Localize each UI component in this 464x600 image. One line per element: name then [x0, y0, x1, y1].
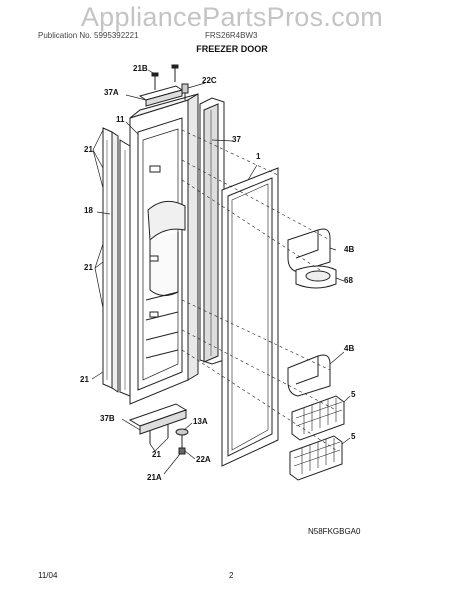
callout-5-lower: 5: [351, 432, 356, 441]
model-number: FRS26R4BW3: [205, 31, 258, 40]
callout-18: 18: [84, 206, 93, 215]
callout-1: 1: [256, 152, 261, 161]
wire-basket-lower: [289, 435, 343, 481]
callout-4B-lower: 4B: [344, 344, 355, 353]
revision-date: 11/04: [38, 571, 58, 580]
door-inner-liner: [137, 117, 186, 391]
callout-68: 68: [344, 276, 353, 285]
door-bin-upper: [287, 228, 331, 273]
door-trim-strip-mid: [119, 139, 131, 397]
callout-37A: 37A: [104, 88, 119, 97]
page-number: 2: [229, 571, 234, 580]
gasket-strip-vertical: [199, 97, 225, 365]
callout-21-middle: 21: [84, 263, 93, 272]
callout-21-bottom: 21: [152, 450, 161, 459]
callout-37B: 37B: [100, 414, 115, 423]
door-bin-lower: [287, 354, 331, 397]
door-gasket: [221, 167, 279, 467]
callout-21-upper: 21: [84, 145, 93, 154]
diagram-title: FREEZER DOOR: [196, 44, 268, 54]
hinge-bushing: [175, 428, 189, 455]
wire-basket-upper: [291, 395, 345, 441]
watermark: AppliancePartsPros.com: [80, 2, 384, 32]
door-top-cap: [138, 64, 184, 107]
diagram-code: N58FKGBGA0: [308, 527, 361, 536]
door-bottom-cap: [128, 403, 188, 444]
hinge-pin-top: [181, 83, 189, 100]
door-trim-strip-left: [102, 127, 119, 393]
dairy-bin: [295, 265, 337, 289]
callout-13A: 13A: [193, 417, 208, 426]
callout-21B: 21B: [133, 64, 148, 73]
callout-37: 37: [232, 135, 241, 144]
publication-number: Publication No. 5995392221: [38, 31, 139, 40]
callout-5-upper: 5: [351, 390, 356, 399]
callout-11: 11: [116, 115, 125, 124]
callout-21A: 21A: [147, 473, 162, 482]
callout-22C: 22C: [202, 76, 217, 85]
callout-22A: 22A: [196, 455, 211, 464]
callout-4B-upper: 4B: [344, 245, 355, 254]
callout-21-lower: 21: [80, 375, 89, 384]
